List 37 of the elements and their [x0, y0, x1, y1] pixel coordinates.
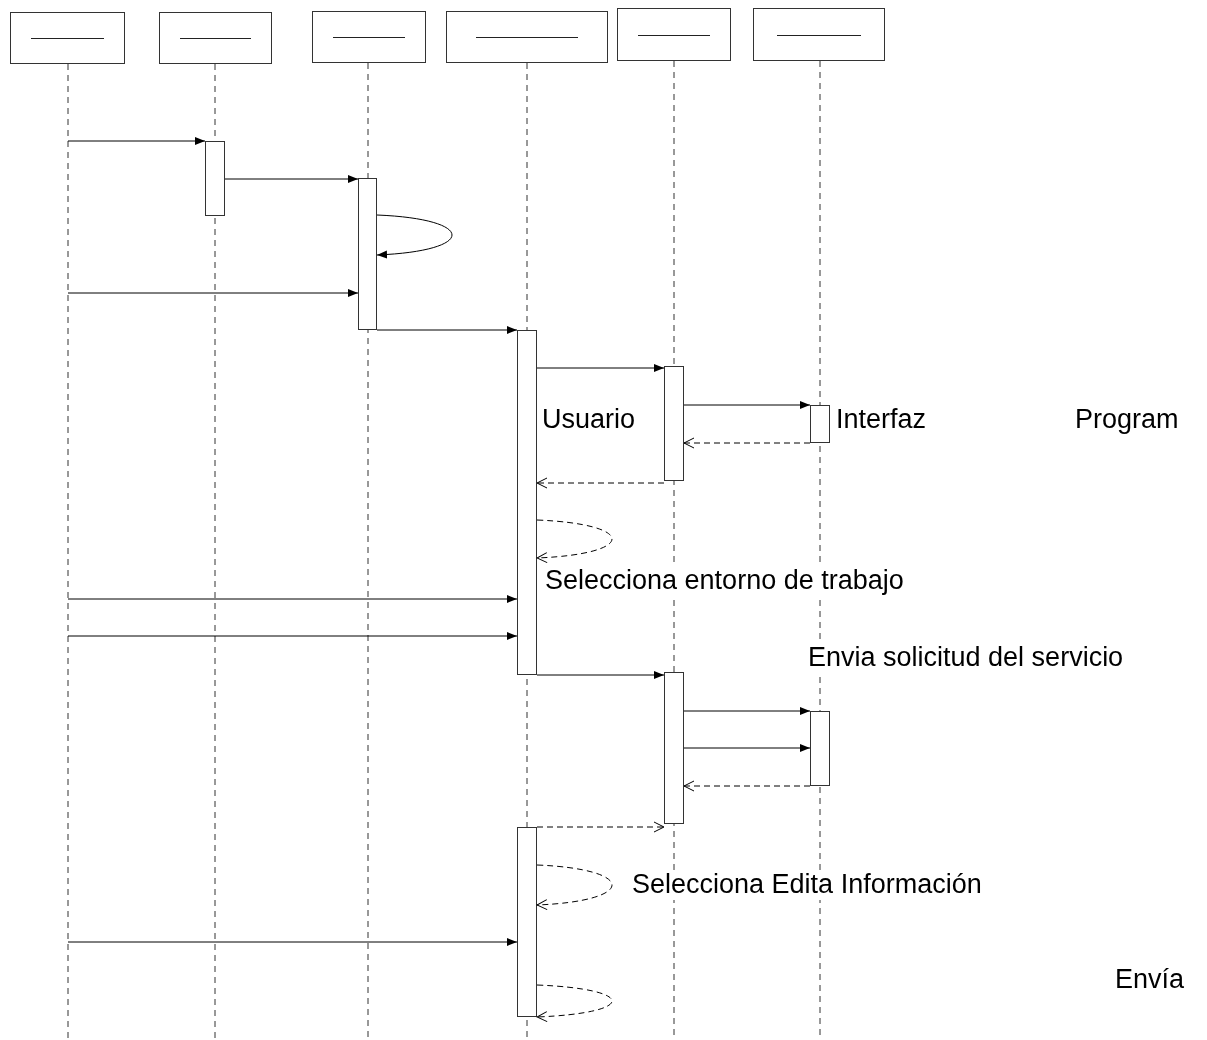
participant-box	[446, 11, 608, 63]
participant-box	[159, 12, 272, 64]
message-arrow	[376, 326, 518, 334]
message-arrow	[67, 137, 206, 145]
self-message-arrow	[536, 864, 613, 910]
participant-box	[312, 11, 426, 63]
activation-bar	[664, 366, 684, 481]
participant-box	[10, 12, 125, 64]
message-label: Envia solicitud del servicio	[808, 643, 1124, 673]
participant-box	[753, 8, 885, 61]
activation-bar	[664, 672, 684, 824]
message-arrow	[67, 632, 518, 640]
activation-bar	[810, 711, 830, 786]
self-message-arrow	[536, 519, 613, 563]
message-arrow	[683, 744, 811, 752]
return-arrow	[536, 477, 665, 489]
message-arrow	[67, 289, 359, 297]
activation-bar	[358, 178, 377, 330]
activation-bar	[810, 405, 830, 443]
activation-bar	[205, 141, 225, 216]
message-arrow	[224, 175, 359, 183]
message-arrow	[683, 707, 811, 715]
message-arrow	[536, 364, 665, 372]
activation-bar	[517, 330, 537, 675]
message-arrow	[536, 671, 665, 679]
activation-bar	[517, 827, 537, 1017]
message-arrow	[67, 595, 518, 603]
message-arrow	[67, 938, 518, 946]
message-arrow	[683, 401, 811, 409]
participant-box	[617, 8, 731, 61]
return-arrow	[536, 821, 665, 833]
message-label: Selecciona Edita Información	[632, 870, 982, 900]
return-arrow	[683, 780, 811, 792]
self-message-arrow	[536, 984, 613, 1022]
self-message-arrow	[376, 214, 453, 259]
return-arrow	[683, 437, 811, 449]
message-label: Selecciona entorno de trabajo	[545, 566, 904, 596]
